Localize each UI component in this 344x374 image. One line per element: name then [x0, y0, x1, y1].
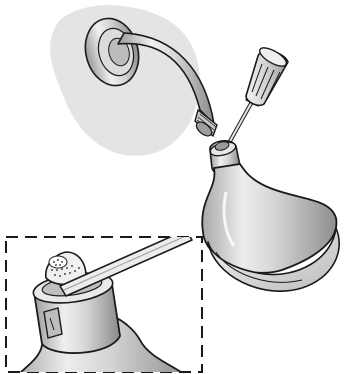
detail-inset	[6, 230, 202, 374]
shower-head	[202, 140, 339, 291]
shower-head-body	[202, 164, 336, 273]
screwdriver	[224, 44, 289, 152]
inset-set-screw	[44, 308, 62, 338]
